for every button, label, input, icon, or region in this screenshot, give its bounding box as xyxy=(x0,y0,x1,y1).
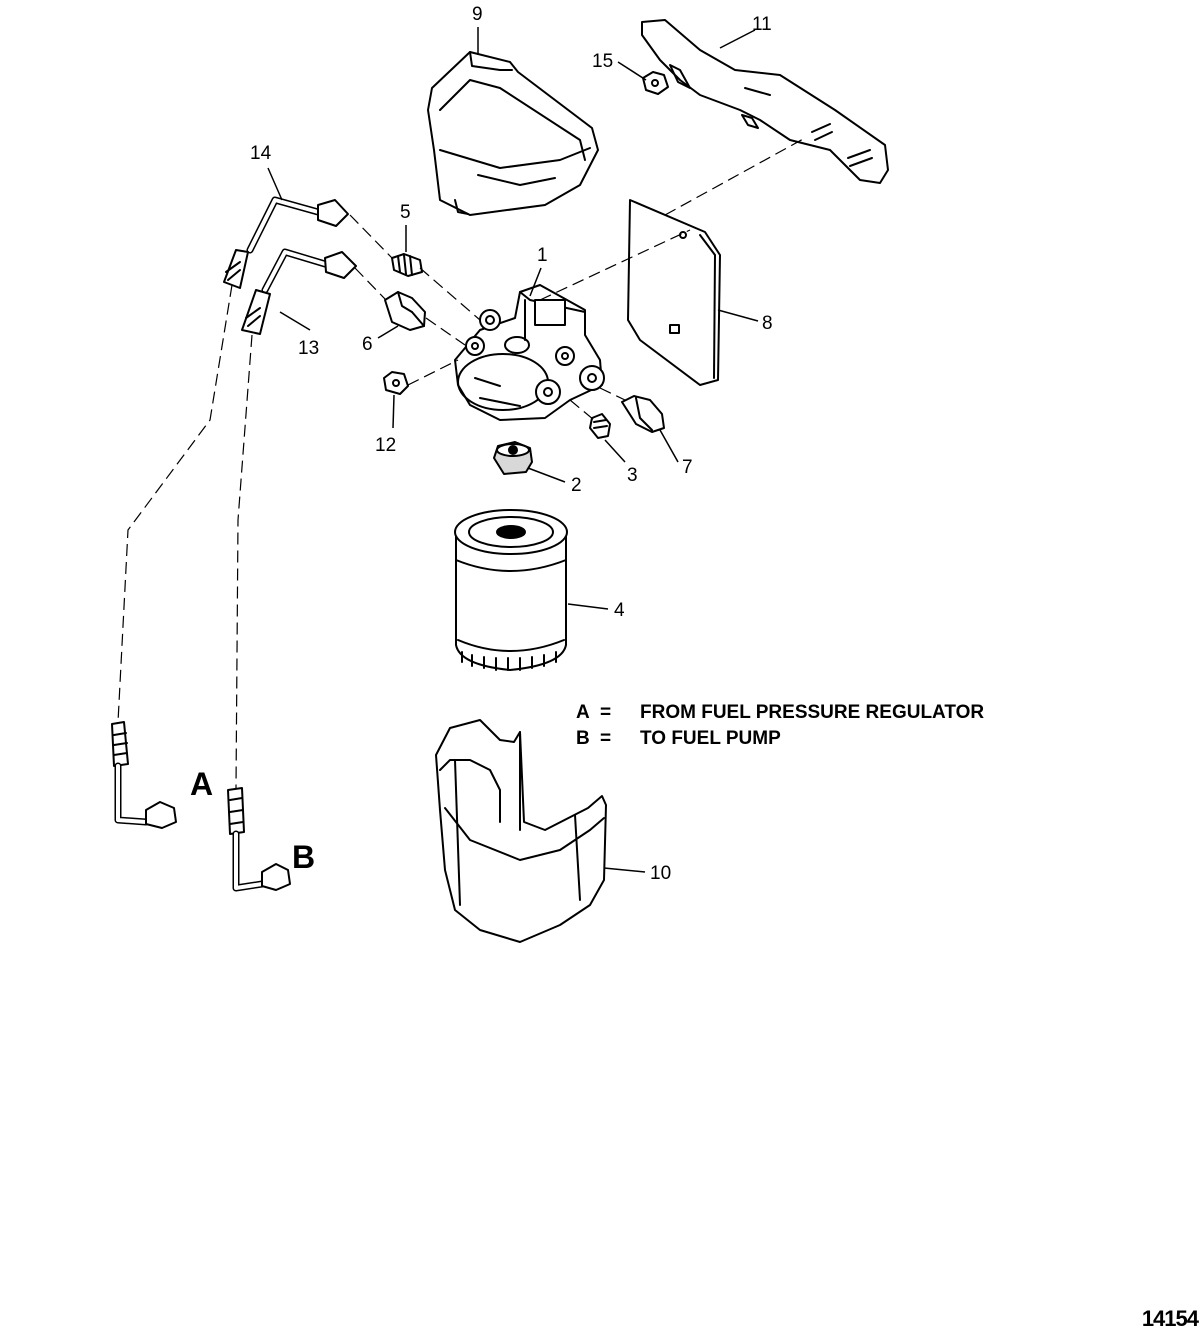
legend-text: FROM FUEL PRESSURE REGULATOR xyxy=(640,702,985,723)
part-1-filter-head xyxy=(455,285,604,420)
callout-3: 3 xyxy=(627,465,638,486)
callout-7: 7 xyxy=(682,457,693,478)
part-3-plug xyxy=(590,414,610,438)
hidden-lines xyxy=(118,138,805,788)
part-5-fitting xyxy=(392,254,422,276)
connection-label-a: A xyxy=(190,766,214,802)
callout-4: 4 xyxy=(614,600,625,621)
part-8-plate xyxy=(628,200,720,385)
callout-9: 9 xyxy=(472,4,483,25)
callout-12: 12 xyxy=(375,435,397,456)
part-11-bracket xyxy=(642,20,888,183)
callout-2: 2 xyxy=(571,475,582,496)
callout-11: 11 xyxy=(752,14,772,35)
callout-8: 8 xyxy=(762,313,773,334)
callout-1: 1 xyxy=(537,245,548,266)
part-2-adapter xyxy=(494,442,532,474)
legend-key: B xyxy=(576,728,590,749)
part-9-cover xyxy=(428,52,598,215)
legend-row-a: A = FROM FUEL PRESSURE REGULATOR xyxy=(576,703,984,722)
callout-14: 14 xyxy=(250,143,272,164)
callout-6: 6 xyxy=(362,334,373,355)
part-7-fitting xyxy=(622,396,664,432)
part-12-nut xyxy=(384,372,408,394)
callout-15: 15 xyxy=(592,51,614,72)
part-10-shield xyxy=(436,720,606,942)
legend-equals: = xyxy=(600,702,612,723)
part-14-fuel-line xyxy=(112,200,348,828)
part-4-filter-cartridge xyxy=(455,510,567,670)
figure-id: 14154 xyxy=(1141,1306,1199,1331)
connection-label-b: B xyxy=(292,839,316,875)
callout-13: 13 xyxy=(298,338,320,359)
legend-row-b: B = TO FUEL PUMP xyxy=(576,729,781,748)
callout-5: 5 xyxy=(400,202,411,223)
callout-10: 10 xyxy=(650,863,672,884)
legend-key: A xyxy=(576,702,590,723)
part-15-nut xyxy=(643,72,668,94)
legend-text: TO FUEL PUMP xyxy=(640,728,781,749)
part-13-fuel-line xyxy=(228,252,356,890)
legend-equals: = xyxy=(600,728,612,749)
part-6-fitting xyxy=(385,292,425,330)
leader-lines xyxy=(268,27,758,872)
